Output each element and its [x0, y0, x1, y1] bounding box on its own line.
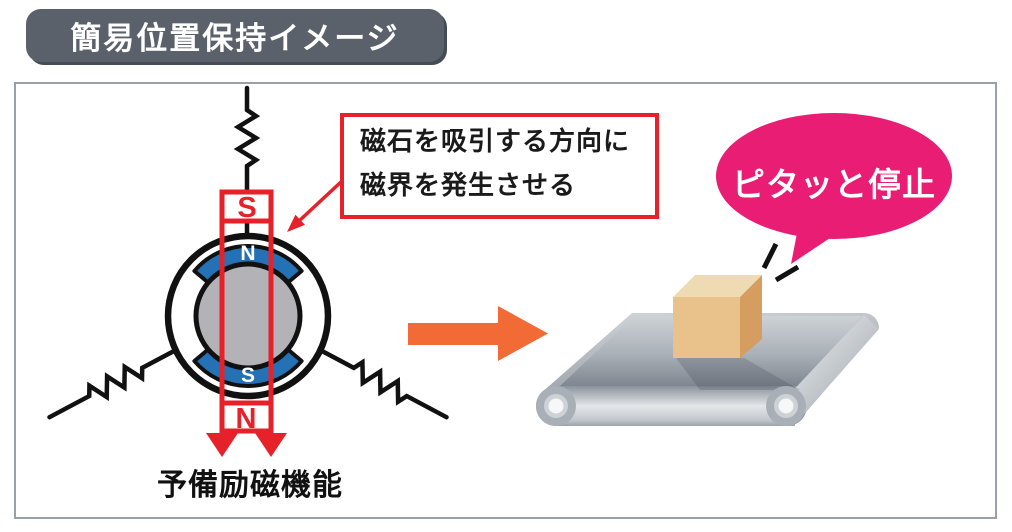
belt-right-edge-highlight — [786, 315, 879, 414]
callout-text-line1: 磁石を吸引する方向に — [360, 126, 631, 156]
belt-front-band — [556, 386, 795, 426]
rotor — [193, 261, 303, 371]
page-title: 簡易位置保持イメージ — [70, 21, 400, 56]
speech-bubble — [716, 113, 952, 264]
magnet-frame — [219, 189, 274, 434]
cargo-shadow — [676, 358, 800, 390]
cargo-box — [673, 275, 762, 358]
magnet-pole-s-box — [219, 189, 274, 224]
impact-marks — [761, 242, 800, 283]
cargo-box-top — [673, 275, 762, 297]
conveyor-belt — [536, 313, 879, 427]
magnet-top-pole-label: S — [237, 192, 256, 224]
roller-left — [536, 386, 576, 426]
stator-top-pole-label: N — [240, 242, 255, 265]
coil-spring-right — [319, 348, 449, 420]
speech-bubble-body — [716, 113, 952, 239]
cargo-box-front — [673, 297, 740, 358]
magnet-bottom-pole-label: N — [236, 403, 257, 435]
preexcitation-arrows — [206, 433, 287, 457]
cargo-box-right — [740, 275, 762, 358]
motor-diagram: N S — [164, 232, 332, 400]
callout-box — [340, 113, 659, 219]
callout-text-line2: 磁界を発生させる — [360, 170, 577, 200]
magnet-pole-n-box — [219, 400, 274, 434]
coil-spring-left — [47, 348, 177, 420]
stator-bottom-pole-label: S — [241, 364, 255, 387]
roller-right — [766, 386, 806, 426]
bubble-text: ピタッと停止 — [732, 166, 936, 203]
transition-arrow — [408, 306, 548, 361]
coil-spring-top — [233, 85, 261, 195]
callout-pointer-arrow — [287, 179, 344, 232]
preexcitation-caption: 予備励磁機能 — [157, 469, 343, 502]
title-badge: 簡易位置保持イメージ — [26, 9, 444, 62]
